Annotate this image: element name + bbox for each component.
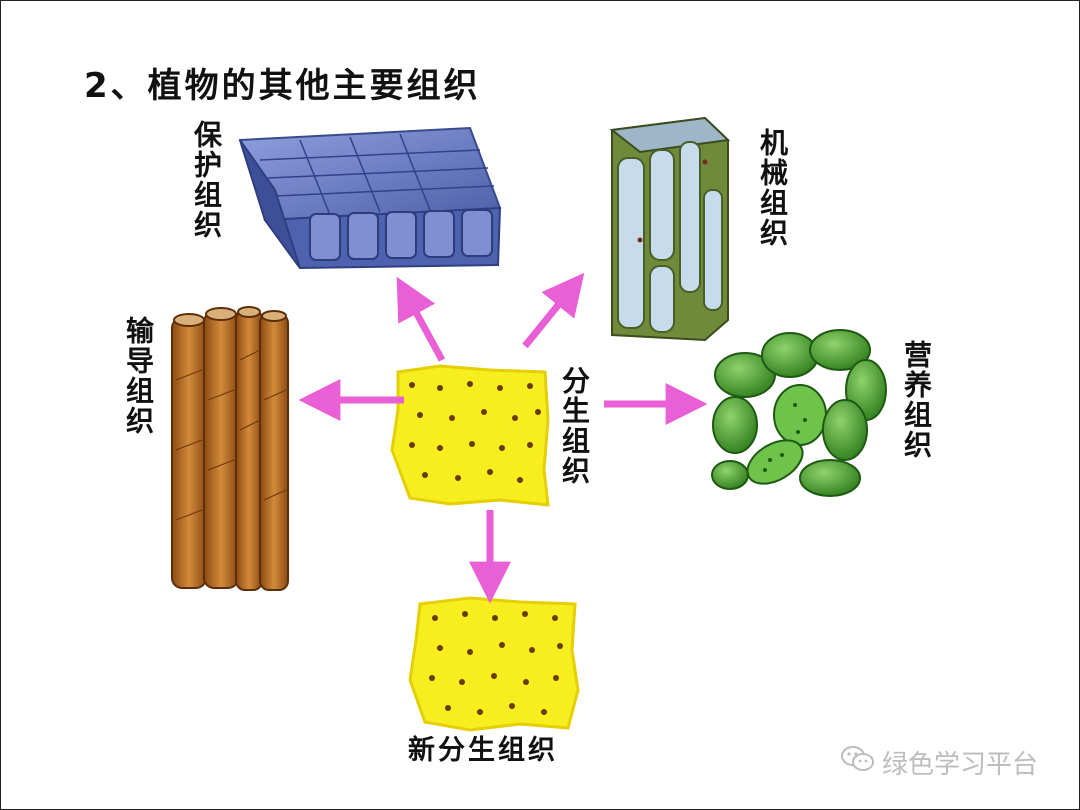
protective-tissue-image <box>240 128 500 268</box>
watermark: 绿色学习平台 <box>840 744 1038 781</box>
label-protective: 保护组织 <box>186 120 226 240</box>
wechat-icon <box>840 744 876 781</box>
watermark-text: 绿色学习平台 <box>882 744 1038 781</box>
label-new-meristem: 新分生组织 <box>408 728 558 767</box>
arrow-to-protective <box>406 294 442 360</box>
conductive-tissue-image <box>172 307 288 590</box>
label-conductive: 输导组织 <box>118 316 158 436</box>
meristem-tissue-image <box>392 366 548 505</box>
label-mechanical: 机械组织 <box>752 128 792 248</box>
nutritive-tissue-image <box>712 330 886 496</box>
mechanical-tissue-image <box>612 118 728 340</box>
label-nutritive: 营养组织 <box>896 340 936 460</box>
label-meristem: 分生组织 <box>554 366 594 486</box>
new-meristem-tissue-image <box>410 598 578 730</box>
arrow-to-mechanical <box>525 288 572 346</box>
